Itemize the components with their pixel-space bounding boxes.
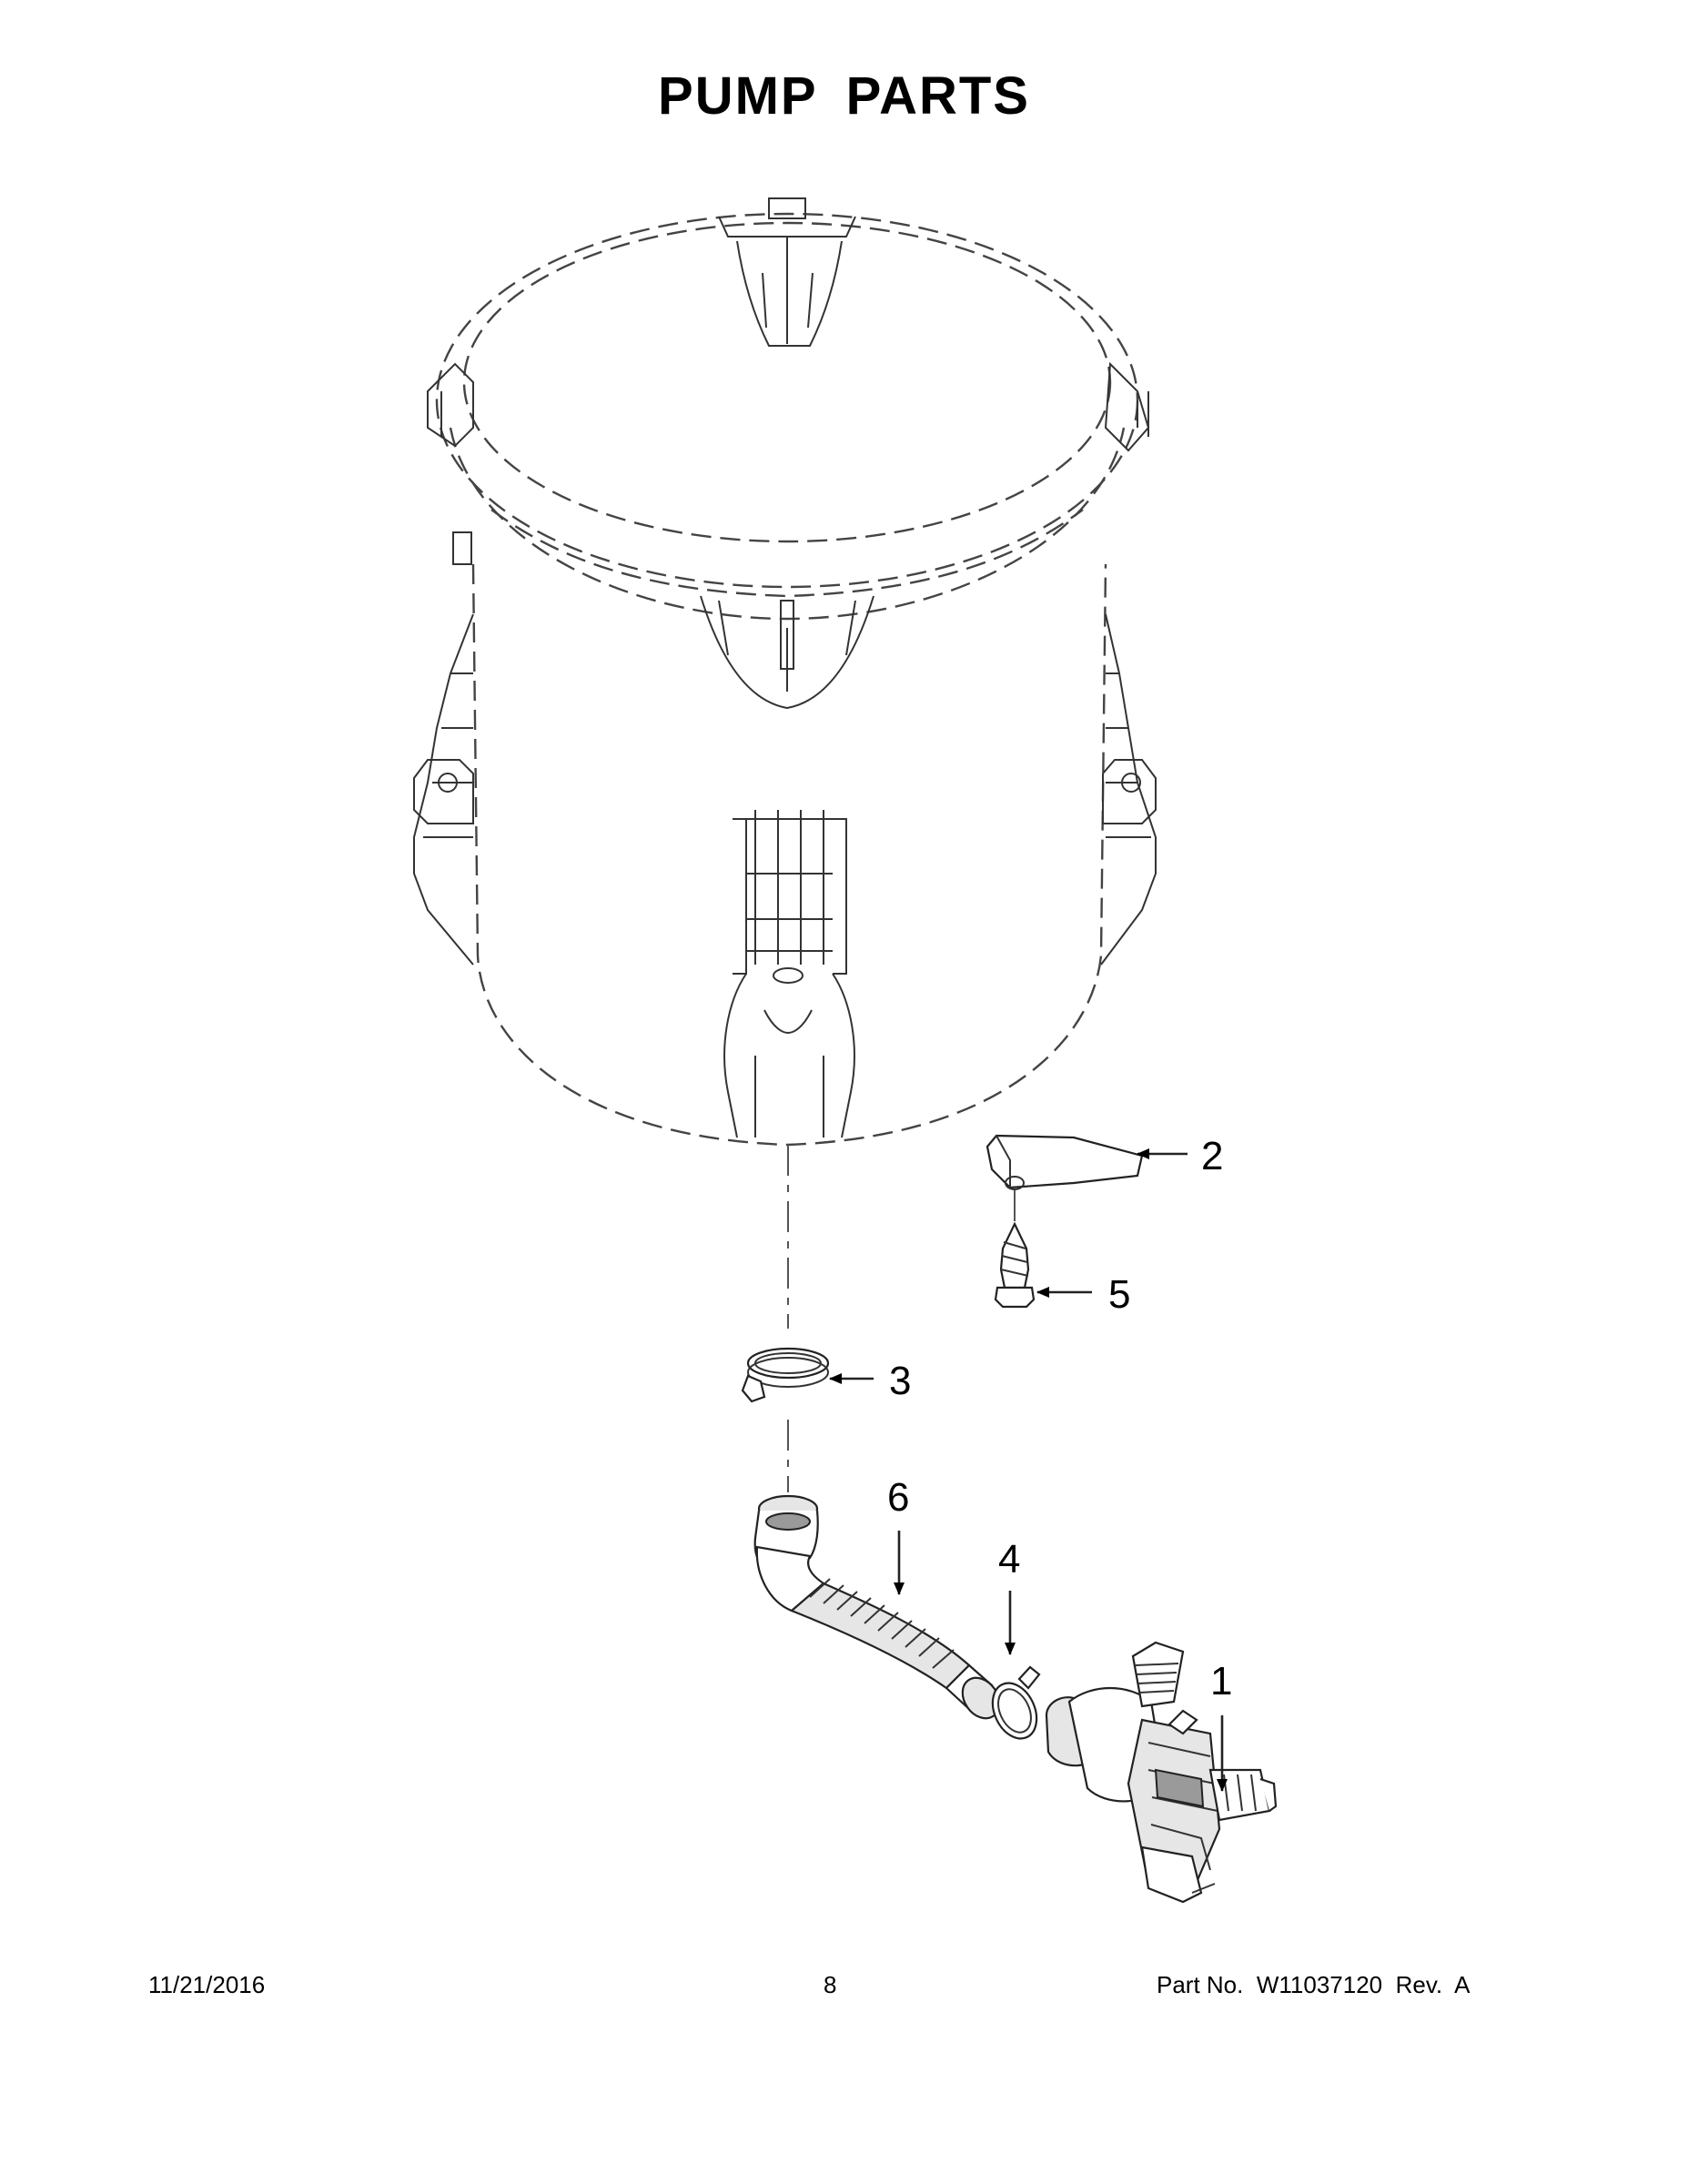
rev-value: A xyxy=(1454,1971,1471,1998)
part-no-value: W11037120 xyxy=(1256,1971,1383,1998)
part-1-drain-pump xyxy=(1045,1641,1278,1904)
callout-label-5: 5 xyxy=(1108,1272,1130,1317)
part-5-screw xyxy=(994,1221,1036,1309)
part-no-label: Part No. xyxy=(1157,1971,1244,1998)
footer-date: 11/21/2016 xyxy=(148,1971,266,1998)
callout-label-6: 6 xyxy=(887,1475,909,1520)
rev-label: Rev. xyxy=(1395,1971,1443,1998)
part-6-drain-hose xyxy=(753,1494,1001,1720)
outer-tub xyxy=(413,197,1157,1147)
footer-page-number: 8 xyxy=(824,1971,837,1998)
callout-label-4: 4 xyxy=(998,1537,1020,1582)
part-2-bracket xyxy=(986,1134,1144,1190)
callout-label-3: 3 xyxy=(889,1359,911,1403)
callout-label-1: 1 xyxy=(1210,1659,1232,1704)
footer-part-number: Part No. W11037120 Rev. A xyxy=(1157,1971,1470,1999)
page-title: PUMP PARTS xyxy=(658,66,1030,126)
part-3-clamp xyxy=(741,1347,830,1403)
callout-label-2: 2 xyxy=(1201,1134,1223,1178)
part-4-clamp xyxy=(991,1665,1041,1740)
